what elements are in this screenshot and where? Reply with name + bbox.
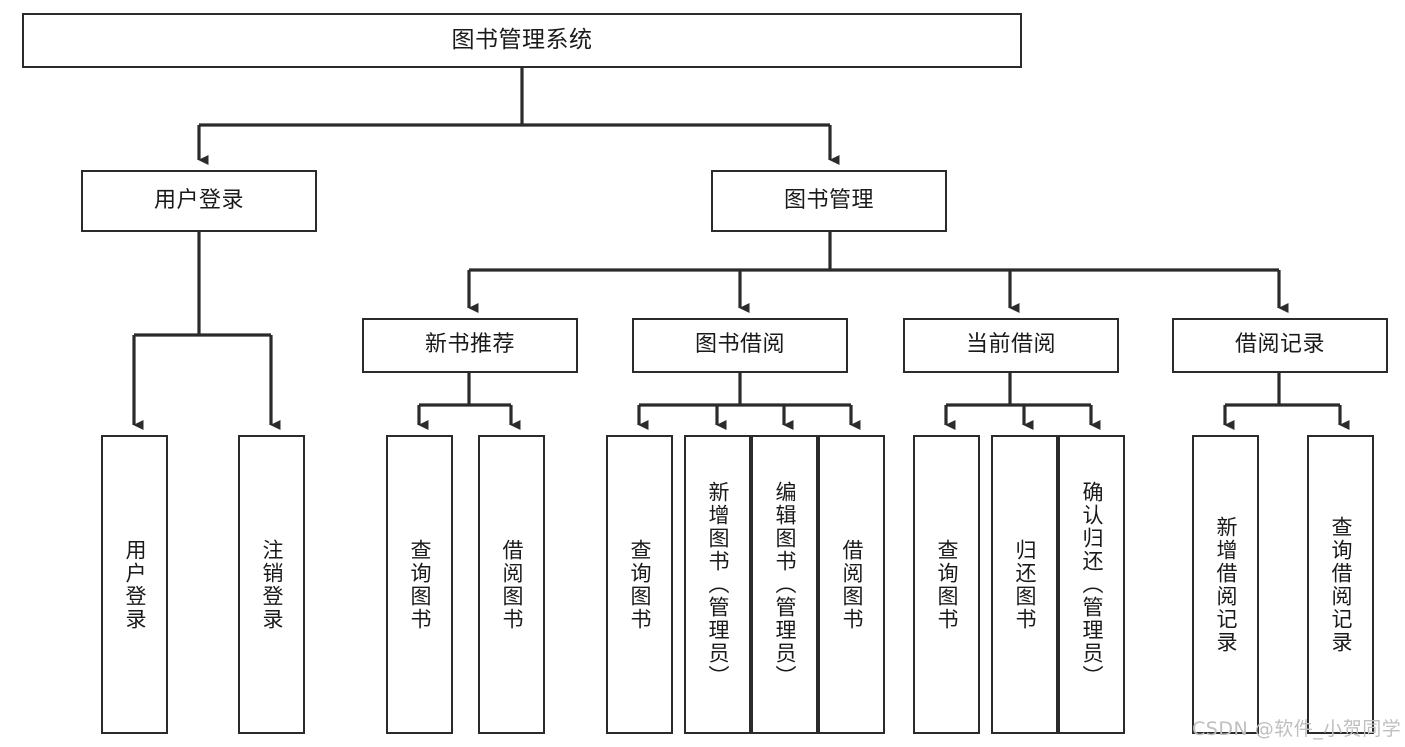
node-leaf-confirm-return[interactable]: 确认归还（管理员） [1058, 435, 1125, 734]
node-root[interactable]: 图书管理系统 [22, 13, 1022, 68]
node-leaf-borrow-book-1[interactable]: 借阅图书 [478, 435, 545, 734]
node-book-borrow-label: 图书借阅 [694, 332, 785, 358]
node-book-borrow[interactable]: 图书借阅 [632, 318, 848, 373]
node-new-book-rec-label: 新书推荐 [424, 332, 515, 358]
node-root-label: 图书管理系统 [451, 26, 593, 53]
node-leaf-user-login[interactable]: 用户登录 [101, 435, 168, 734]
node-borrow-record-label: 借阅记录 [1234, 332, 1325, 358]
node-leaf-add-record[interactable]: 新增借阅记录 [1192, 435, 1259, 734]
node-leaf-query-book-2[interactable]: 查询图书 [606, 435, 673, 734]
node-leaf-add-book-label: 新增图书（管理员） [706, 481, 730, 688]
node-user-login-label: 用户登录 [153, 187, 244, 213]
node-leaf-query-book-1[interactable]: 查询图书 [386, 435, 453, 734]
node-borrow-record[interactable]: 借阅记录 [1172, 318, 1388, 373]
node-book-manage-label: 图书管理 [783, 187, 874, 213]
node-current-borrow-label: 当前借阅 [965, 332, 1056, 358]
node-leaf-borrow-book-2-label: 借阅图书 [840, 538, 864, 631]
node-leaf-return-book-label: 归还图书 [1013, 538, 1037, 631]
node-leaf-confirm-return-label: 确认归还（管理员） [1080, 481, 1104, 688]
csdn-watermark: CSDN @软件_小贺同学 [1192, 718, 1402, 740]
node-leaf-add-book[interactable]: 新增图书（管理员） [684, 435, 751, 734]
node-leaf-edit-book[interactable]: 编辑图书（管理员） [751, 435, 818, 734]
node-leaf-query-book-1-label: 查询图书 [408, 538, 432, 631]
node-current-borrow[interactable]: 当前借阅 [903, 318, 1119, 373]
node-book-manage[interactable]: 图书管理 [711, 170, 947, 232]
node-leaf-borrow-book-1-label: 借阅图书 [500, 538, 524, 631]
node-leaf-add-record-label: 新增借阅记录 [1214, 515, 1238, 654]
node-leaf-edit-book-label: 编辑图书（管理员） [773, 481, 797, 688]
node-leaf-query-book-3[interactable]: 查询图书 [913, 435, 980, 734]
node-user-login[interactable]: 用户登录 [81, 170, 317, 232]
node-leaf-query-record-label: 查询借阅记录 [1329, 515, 1353, 654]
node-leaf-return-book[interactable]: 归还图书 [991, 435, 1058, 734]
node-new-book-rec[interactable]: 新书推荐 [362, 318, 578, 373]
node-leaf-query-record[interactable]: 查询借阅记录 [1307, 435, 1374, 734]
node-leaf-user-login-label: 用户登录 [123, 538, 147, 631]
node-leaf-logout[interactable]: 注销登录 [238, 435, 305, 734]
node-leaf-borrow-book-2[interactable]: 借阅图书 [818, 435, 885, 734]
node-leaf-query-book-2-label: 查询图书 [628, 538, 652, 631]
node-leaf-logout-label: 注销登录 [260, 538, 284, 631]
node-leaf-query-book-3-label: 查询图书 [935, 538, 959, 631]
